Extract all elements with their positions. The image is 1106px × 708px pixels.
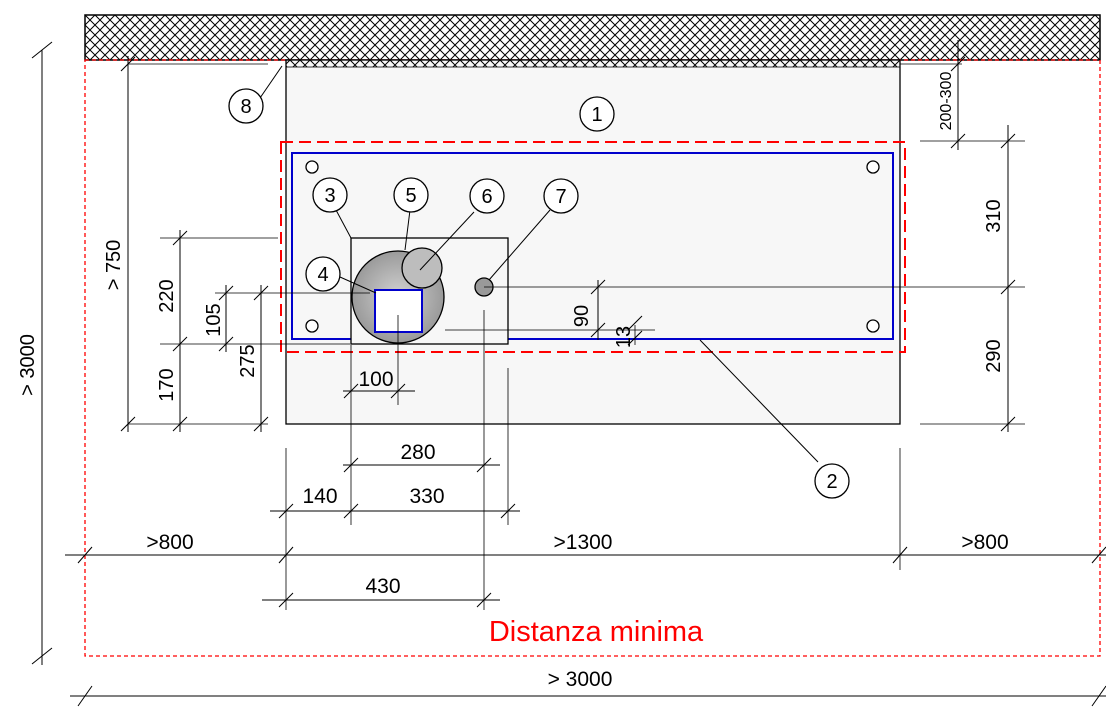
callout-6: 6 (469, 178, 505, 214)
minimum-distance-label: Distanza minima (489, 616, 704, 648)
dim-total-width: > 3000 (548, 668, 613, 691)
svg-text:5: 5 (405, 185, 416, 207)
dim-front-clearance: > 750 (103, 240, 125, 291)
dim-offset-13: 13 (613, 326, 635, 348)
sensor-square (374, 289, 423, 333)
callout-8: 8 (228, 88, 264, 124)
dim-width-140: 140 (302, 485, 337, 508)
dim-axis-to-back: 290 (983, 339, 1005, 372)
dim-total-depth: > 3000 (17, 334, 39, 396)
dim-offset-90: 90 (571, 305, 593, 327)
dim-left-clearance: >800 (146, 531, 193, 554)
svg-text:6: 6 (481, 186, 492, 208)
mounting-hole (866, 160, 880, 174)
dim-width-430: 430 (365, 575, 400, 598)
dim-width-280: 280 (400, 441, 435, 464)
dim-right-clearance: >800 (961, 531, 1008, 554)
blue-inner-frame (291, 152, 894, 340)
svg-text:8: 8 (240, 96, 251, 118)
mounting-hole (866, 319, 880, 333)
dim-offset-105: 105 (203, 303, 225, 336)
wall-connection-strip (285, 59, 901, 68)
dim-offset-275: 275 (237, 344, 259, 377)
dimension-lines (31, 40, 1106, 707)
dim-width-100: 100 (358, 368, 393, 391)
dim-front-to-axis: 310 (983, 199, 1005, 232)
svg-text:4: 4 (317, 264, 328, 286)
dim-offset-170: 170 (156, 368, 178, 401)
callout-4: 4 (305, 256, 341, 292)
dim-offset-220: 220 (156, 279, 178, 312)
svg-text:2: 2 (826, 471, 837, 493)
dim-width-330: 330 (409, 485, 444, 508)
mounting-hole (305, 319, 319, 333)
svg-text:3: 3 (324, 185, 335, 207)
leader-lines (259, 65, 819, 463)
mounting-hole (305, 160, 319, 174)
svg-text:7: 7 (555, 186, 566, 208)
callout-2: 2 (814, 463, 850, 499)
dim-wall-gap: 200-300 (938, 72, 955, 131)
red-dashed-footprint (280, 141, 906, 353)
callout-7: 7 (543, 178, 579, 214)
callout-1: 1 (579, 96, 615, 132)
dim-central-width: >1300 (554, 531, 613, 554)
callout-3: 3 (312, 177, 348, 213)
wall-hatch (84, 14, 1101, 61)
svg-text:1: 1 (591, 104, 602, 126)
callout-5: 5 (393, 177, 429, 213)
